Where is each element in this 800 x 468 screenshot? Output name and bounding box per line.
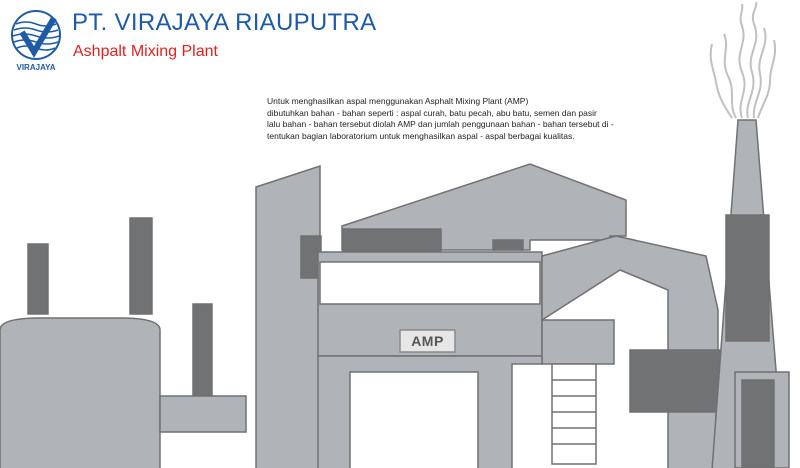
control-box — [541, 319, 615, 365]
chimney-door — [741, 379, 775, 468]
description-line: tentukan bagian laboratorium untuk mengh… — [267, 130, 575, 141]
plant-title: Ashpalt Mixing Plant — [73, 43, 218, 60]
tank-pipe — [159, 395, 247, 433]
description-line: Untuk menghasilkan aspal menggunakan Asp… — [267, 96, 529, 106]
mixer-legs — [317, 355, 543, 468]
chimney-smoke — [709, 1, 777, 119]
amp-label: AMP — [411, 333, 444, 349]
roof-block — [342, 228, 442, 252]
storage-tank — [0, 317, 161, 468]
left-stack-3 — [192, 303, 213, 397]
virajaya-logo: VIRAJAYA — [11, 10, 61, 72]
left-stack-2 — [129, 217, 153, 315]
tall-column — [255, 164, 321, 468]
logo-wordmark: VIRAJAYA — [17, 63, 56, 72]
chimney-band — [725, 214, 770, 342]
company-name: PT. VIRAJAYA RIAUPUTRA — [72, 9, 377, 36]
roof-block-small — [492, 239, 524, 251]
amp-sign — [399, 329, 456, 353]
left-stack-1 — [27, 243, 49, 315]
mixer-window — [319, 261, 541, 305]
description-line: dibutuhkan bahan - bahan seperti : aspal… — [267, 107, 597, 118]
description-text: Untuk menghasilkan aspal menggunakan Asp… — [267, 96, 667, 142]
description-line: lalu bahan - bahan tersebut diolah AMP d… — [267, 119, 614, 129]
ladder — [551, 363, 597, 465]
